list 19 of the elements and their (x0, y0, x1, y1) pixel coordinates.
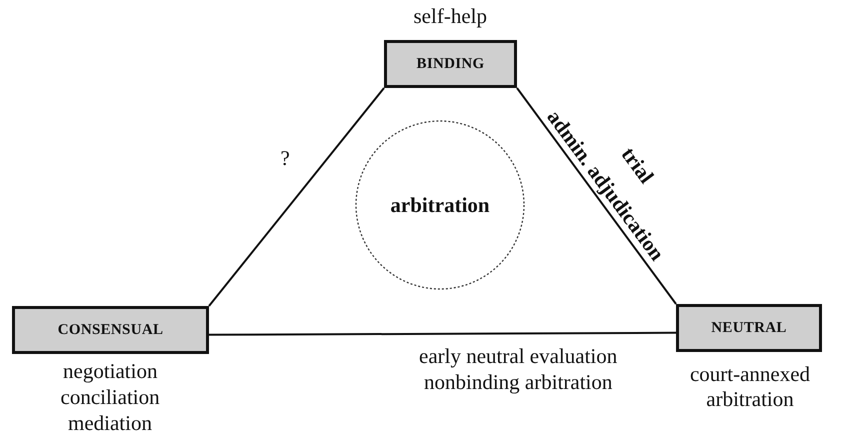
circle-label: arbitration (390, 192, 490, 218)
connector-line (208, 87, 385, 307)
method-text: court-annexed arbitration (688, 362, 812, 412)
method-text: conciliation (60, 387, 160, 408)
box-label: BINDING (416, 56, 484, 72)
edge-label: ? (280, 148, 290, 169)
category-box (676, 304, 822, 352)
category-box (384, 40, 517, 88)
line-caption: nonbinding arbitration (424, 372, 612, 393)
dashed-circle (355, 120, 525, 290)
method-text: self-help (414, 6, 487, 27)
connector-line (209, 332, 676, 336)
box-label: NEUTRAL (711, 320, 787, 336)
method-text: mediation (68, 413, 152, 434)
method-text: negotiation (63, 361, 158, 382)
line-caption: early neutral evaluation (419, 346, 618, 367)
box-label: CONSENSUAL (58, 322, 164, 338)
category-box (12, 306, 209, 354)
connector-line (516, 87, 677, 305)
